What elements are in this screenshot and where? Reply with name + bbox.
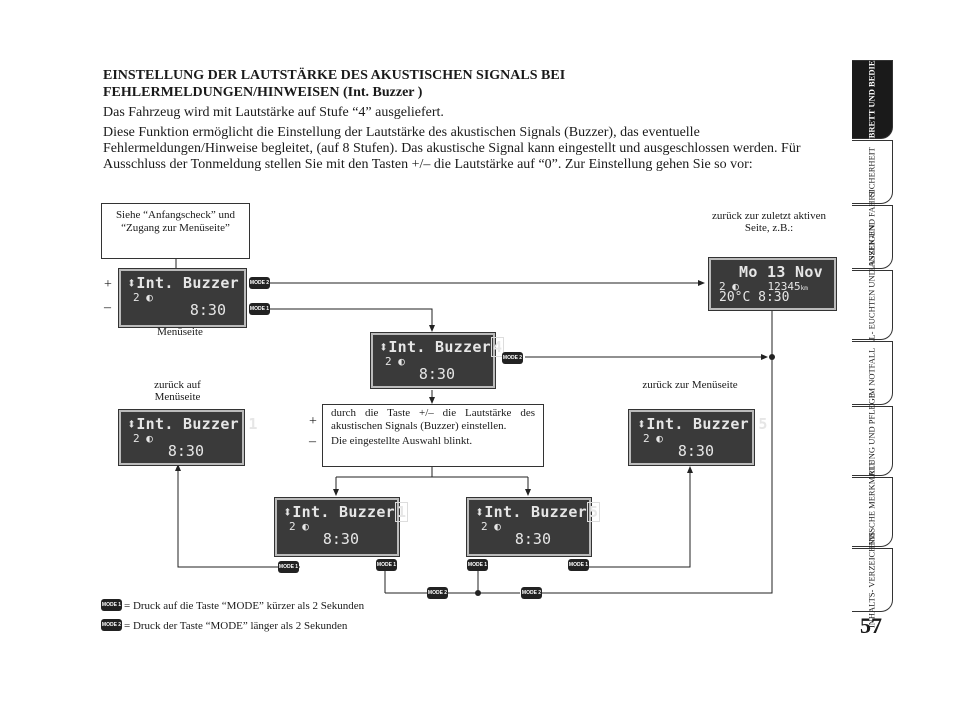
confirm-to-last-page-arrow (542, 304, 775, 594)
instruction-text: durch die Taste +/– die Lautstärke des a… (331, 407, 535, 432)
mode1-button[interactable]: MODE 1 (278, 561, 299, 573)
lcd-title-line: ⬍Int. Buzzer 4 (127, 274, 258, 292)
tab-im-notfall[interactable]: IM NOTFALL (852, 341, 893, 405)
tab-label: IM NOTFALL (866, 347, 877, 399)
tab-armaturenbrett[interactable]: ARMATURENBRETT UND BEDIENELEMENTE (852, 6, 893, 193)
caption-back-menu-right: zurück zur Menüseite (642, 379, 738, 391)
lcd-date: Mo 13 Nov (739, 263, 823, 281)
instruction-box: durch die Taste +/– die Lautstärke des a… (322, 404, 544, 467)
mode2-button[interactable]: MODE 2 (521, 587, 542, 599)
lcd-temp: 20°C (719, 290, 751, 305)
lcd-title-line: ⬍Int. Buzzer 5 (637, 415, 768, 433)
section-heading: EINSTELLUNG DER LAUTSTÄRKE DES AKUSTISCH… (103, 67, 723, 101)
lcd-temp-time: 20°C 8:30 (719, 290, 789, 305)
lcd-sub: 2 ◐ (289, 520, 309, 533)
intro-paragraph-2: Diese Funktion ermöglicht die Einstellun… (103, 125, 801, 172)
caption-last-page: zurück zur zuletzt aktiven Seite, z.B.: (712, 210, 826, 234)
legend-mode2-icon: MODE 2 (101, 619, 122, 631)
lcd-time: 8:30 (167, 442, 204, 460)
lcd-title: Int. Buzzer (136, 415, 239, 433)
lcd-odometer-unit: km (800, 285, 808, 292)
lcd-sub: 2 ◐ 12345km (719, 280, 808, 293)
lcd-sub: 2 ◐ (643, 432, 663, 445)
plus-sign: + (104, 277, 112, 292)
intro-paragraph-1: Das Fahrzeug wird mit Lautstärke auf Stu… (103, 105, 444, 120)
buzzer5-back-menu-arrow (589, 466, 693, 568)
lcd-time: 8:30 (418, 365, 455, 383)
caption-back-menu-left: zurück auf Menüseite (154, 379, 201, 403)
mode2-button[interactable]: MODE 2 (249, 277, 270, 289)
lcd-menu-buzzer-5: ⬍Int. Buzzer 5 2 ◐ 8:30 (628, 409, 767, 466)
lcd-sub: 2 ◐ (385, 355, 405, 368)
mode1-button[interactable]: MODE 1 (249, 303, 270, 315)
lcd-sub: 2 ◐ (133, 432, 153, 445)
legend-mode1-text: = Druck auf die Taste “MODE” kürzer als … (124, 600, 365, 612)
tab-inhaltsverzeichnis[interactable]: INHALTS- VERZEICHNIS (852, 532, 893, 628)
lcd-time: 8:30 (677, 442, 714, 460)
menu-to-buzzer4-arrow (270, 308, 435, 332)
lcd-last-page: Mo 13 Nov 2 ◐ 12345km 20°C 8:30 (708, 257, 837, 311)
reference-box: Siehe “Anfangscheck” und “Zugang zur Men… (101, 203, 250, 259)
tab-anlassen[interactable]: ANLASSEN UND FAHRT (852, 190, 893, 284)
lcd-sub: 2 ◐ (133, 291, 153, 304)
lcd-level: 1 (248, 415, 258, 433)
lcd-sub-text: 2 ◐ (719, 280, 739, 293)
heading-line-1: EINSTELLUNG DER LAUTSTÄRKE DES AKUSTISCH… (103, 68, 566, 83)
legend-mode1-icon: MODE 1 (101, 599, 122, 611)
page-number: 57 (860, 613, 882, 638)
lcd-title: Int. Buzzer (646, 415, 749, 433)
mode2-button[interactable]: MODE 2 (427, 587, 448, 599)
caption-menu-page: Menüseite (157, 326, 203, 338)
tab-sicherheit[interactable]: SICHERHEIT (852, 140, 893, 204)
lcd-sub: 2 ◐ (481, 520, 501, 533)
lcd-time: 8:30 (514, 530, 551, 548)
mode1-button[interactable]: MODE 1 (467, 559, 488, 571)
lcd-title: Int. Buzzer (388, 338, 491, 356)
lcd-menu-buzzer-1: ⬍Int. Buzzer 1 2 ◐ 8:30 (118, 409, 257, 466)
lcd-level-selected: 4 (490, 337, 505, 357)
lcd-title: Int. Buzzer (292, 503, 395, 521)
lcd-title: Int. Buzzer (136, 274, 239, 292)
lcd-time: 8:30 (322, 530, 359, 548)
mode1-button[interactable]: MODE 1 (376, 559, 397, 571)
mode1-button[interactable]: MODE 1 (568, 559, 589, 571)
lcd-time: 8:30 (758, 290, 790, 305)
chapter-tabs: ARMATURENBRETT UND BEDIENELEMENTE SICHER… (852, 6, 893, 640)
reference-text: Siehe “Anfangscheck” und “Zugang zur Men… (115, 209, 236, 234)
plus-sign: + (309, 414, 317, 429)
legend-mode2-text: = Druck der Taste “MODE” länger als 2 Se… (124, 620, 348, 632)
lcd-level: 5 (758, 415, 768, 433)
tab-kontrollleuchten[interactable]: KONTROLLL- EUCHTEN UND ANZEIGEN (852, 225, 893, 385)
lcd-level-selected: 1 (394, 502, 409, 522)
instruction-blink-text: Die eingestellte Auswahl blinkt. (331, 435, 473, 447)
lcd-odometer: 12345 (767, 280, 801, 293)
lcd-title-line: ⬍Int. Buzzer 1 (127, 415, 258, 433)
lcd-time: 8:30 (189, 301, 226, 319)
minus-sign: – (104, 300, 111, 315)
lcd-level-selected: 5 (586, 502, 601, 522)
buzzer1-back-menu-arrow (175, 464, 300, 568)
minus-sign: – (309, 434, 316, 449)
lcd-title: Int. Buzzer (484, 503, 587, 521)
heading-line-2: FEHLERMELDUNGEN/HINWEISEN (Int. Buzzer ) (103, 85, 423, 100)
tab-wartung[interactable]: WARTUNG UND PFLEGE (852, 393, 893, 489)
mode2-button[interactable]: MODE 2 (502, 352, 523, 364)
lcd-menu-page: ⬍Int. Buzzer 4 2 ◐ 8:30 (118, 268, 257, 328)
tab-technische-merkmale[interactable]: TECHNISCHE MERKMALE (852, 460, 893, 564)
